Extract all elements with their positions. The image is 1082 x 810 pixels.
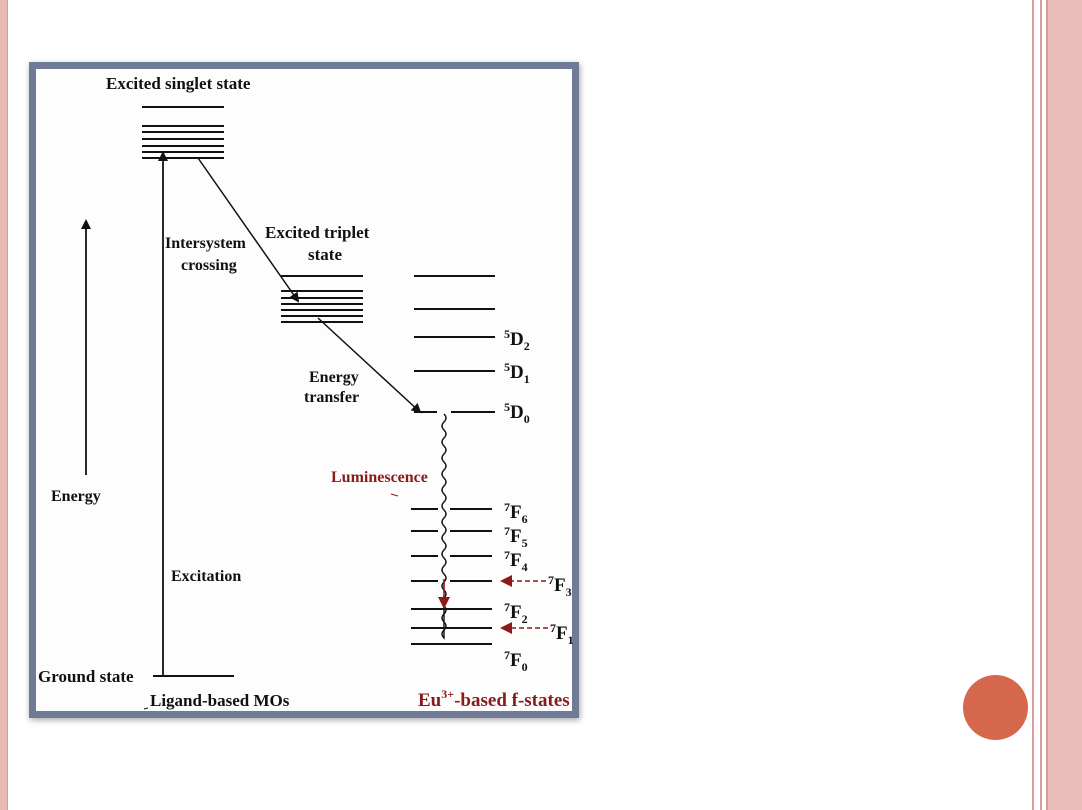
eu-lower-levels — [411, 508, 492, 645]
intersystem-crossing-label-1: Intersystem — [165, 235, 247, 252]
ligand-tick — [143, 707, 149, 710]
slide-right-decoration — [1032, 0, 1082, 810]
luminescence-mark — [390, 493, 399, 497]
accent-circle — [963, 675, 1028, 740]
slide-left-border — [0, 0, 8, 810]
intersystem-crossing-arrow — [197, 157, 300, 303]
term-7f2: 7F2 — [504, 600, 528, 626]
term-5d2: 5D2 — [504, 327, 530, 353]
eu-upper-levels — [414, 275, 495, 413]
energy-transfer-label-2: transfer — [304, 389, 359, 406]
energy-diagram: Excited singlet state Excitation Energy … — [38, 74, 574, 711]
energy-transfer-arrow — [317, 317, 422, 414]
term-7f5: 7F5 — [504, 524, 528, 550]
energy-axis-label: Energy — [51, 488, 101, 505]
ligand-label: Ligand-based MOs — [150, 691, 290, 710]
eu-states-label: Eu3+-based f-states — [418, 687, 570, 711]
energy-diagram-figure: Excited singlet state Excitation Energy … — [29, 62, 579, 718]
excited-singlet-label: Excited singlet state — [106, 74, 251, 93]
excited-triplet-label-1: Excited triplet — [265, 223, 370, 242]
intersystem-crossing-label-2: crossing — [181, 257, 237, 274]
excitation-label: Excitation — [171, 568, 241, 585]
term-7f6: 7F6 — [504, 500, 528, 526]
ground-state-label: Ground state — [38, 667, 134, 686]
term-5d1: 5D1 — [504, 360, 530, 386]
energy-transfer-label-1: Energy — [309, 369, 359, 386]
excited-triplet-label-2: state — [308, 245, 342, 264]
right-stripe-wide — [1046, 0, 1082, 810]
term-5d0: 5D0 — [504, 400, 530, 426]
term-7f1: 7F1 — [550, 621, 574, 647]
term-7f4: 7F4 — [504, 548, 528, 574]
term-7f3: 7F3 — [548, 573, 572, 599]
luminescence-label: Luminescence — [331, 469, 428, 486]
right-stripe-thin-2 — [1040, 0, 1042, 810]
triplet-levels — [281, 275, 363, 323]
singlet-levels — [142, 106, 224, 159]
term-7f0: 7F0 — [504, 648, 528, 674]
right-stripe-thin-1 — [1032, 0, 1034, 810]
